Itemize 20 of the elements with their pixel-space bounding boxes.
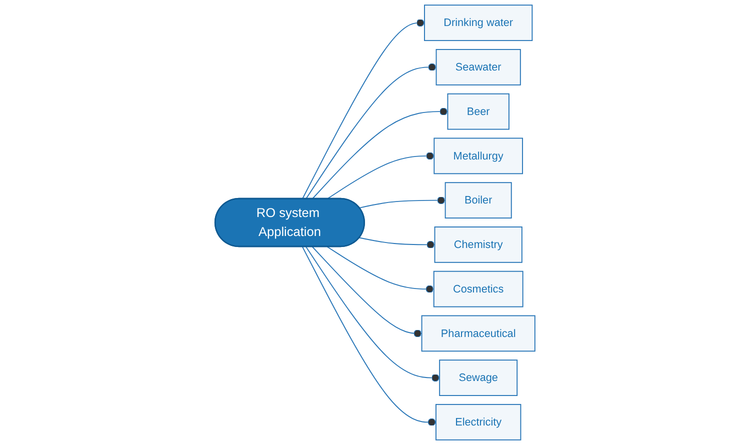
connector: [326, 246, 434, 293]
connector: [305, 246, 440, 382]
connector: [302, 18, 425, 200]
node-box: Cosmetics: [433, 270, 524, 308]
node-box: Beer: [447, 93, 510, 130]
connector: [312, 108, 448, 200]
node-box: Chemistry: [434, 226, 522, 263]
node-box: Electricity: [435, 404, 522, 440]
node-box: Seawater: [436, 49, 521, 86]
node-box: Pharmaceutical: [421, 315, 536, 352]
node-box: Sewage: [439, 360, 518, 396]
connector: [358, 196, 446, 208]
connector: [312, 246, 422, 338]
node-box: Drinking water: [424, 4, 533, 42]
connector: [326, 152, 435, 200]
connector: [302, 246, 436, 426]
node-box: Metallurgy: [434, 138, 523, 174]
connector: [358, 237, 436, 249]
connector: [305, 63, 437, 200]
node-box: Boiler: [444, 182, 512, 218]
